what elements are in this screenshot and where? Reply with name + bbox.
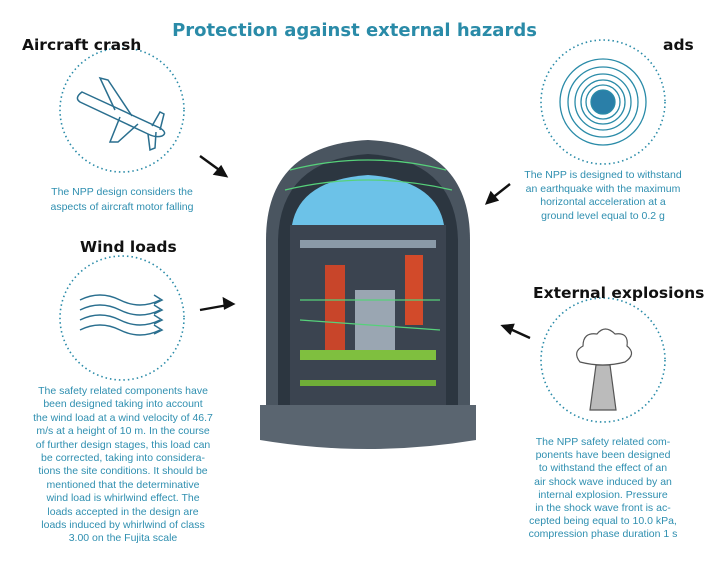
text-line: aspects of aircraft motor falling xyxy=(50,201,194,214)
airplane-icon xyxy=(76,76,166,152)
seismic-circle xyxy=(540,39,666,165)
text-line: air shock wave induced by an xyxy=(534,475,672,488)
text-line: The safety related components have xyxy=(38,385,208,397)
text-line: horizontal acceleration at a xyxy=(540,196,666,208)
text-line: in the shock wave front is ac- xyxy=(535,502,671,515)
text-line: been designed taking into account xyxy=(43,398,203,411)
text-line: ponents have been designed xyxy=(535,449,671,462)
text-line: an earthquake with the maximum xyxy=(525,182,681,195)
text-line: ground level equal to 0.2 g xyxy=(541,209,665,222)
text-line: loads accepted in the design are xyxy=(47,505,199,518)
text-line: be corrected, taking into considera- xyxy=(40,452,205,465)
text-line: of further design stages, this load can xyxy=(35,438,211,451)
text-line: to withstand the effect of an xyxy=(538,462,668,475)
text-line: wind load is whirlwind effect. The xyxy=(46,492,200,505)
explosion-cloud-icon xyxy=(576,328,633,411)
arrow-icons xyxy=(199,155,531,340)
aircraft-text: The NPP design considers the aspects of a… xyxy=(22,185,222,216)
explosions-text: The NPP safety related com-ponents have … xyxy=(503,436,703,542)
explosion-circle xyxy=(540,297,666,423)
aircraft-heading: Aircraft crash xyxy=(22,36,142,54)
seismic-heading: ads xyxy=(663,36,694,54)
text-line: 3.00 on the Fujita scale xyxy=(68,532,178,545)
wind-icon xyxy=(79,294,164,336)
text-line: the wind load at a wind velocity of 46.7 xyxy=(33,411,213,424)
text-line: m/s at a height of 10 m. In the course xyxy=(36,425,210,438)
explosions-heading: External explosions xyxy=(533,284,705,302)
page-title: Protection against external hazards xyxy=(172,20,537,41)
wind-heading: Wind loads xyxy=(80,238,177,256)
seismic-waves-icon xyxy=(559,58,647,146)
text-line: loads induced by whirlwind of class xyxy=(41,519,205,532)
aircraft-circle xyxy=(59,47,185,173)
text-line: cepted being equal to 10.0 kPa, xyxy=(529,515,677,528)
text-line: The NPP is designed to withstand xyxy=(524,169,682,181)
wind-circle xyxy=(59,255,185,381)
reactor-illustration xyxy=(260,140,476,449)
text-line: The NPP safety related com- xyxy=(535,436,671,448)
text-line: internal explosion. Pressure xyxy=(538,488,668,501)
text-line: The NPP design considers the xyxy=(51,186,193,198)
text-line: tions the site conditions. It should be xyxy=(38,465,208,478)
text-line: mentioned that the determinative xyxy=(46,478,200,491)
text-line: compression phase duration 1 s xyxy=(528,528,678,541)
